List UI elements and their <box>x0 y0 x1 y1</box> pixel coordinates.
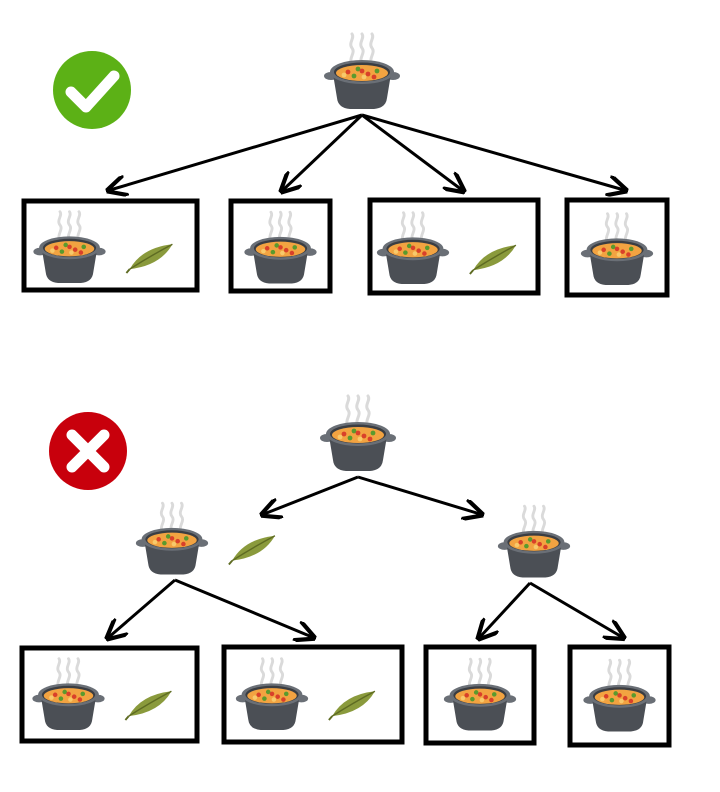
bay-leaf-icon <box>328 690 376 721</box>
tree-edge-arrow <box>174 578 312 637</box>
leaf-node-box <box>567 644 672 748</box>
tree-edge-arrow <box>357 475 480 514</box>
soup-pot-icon <box>443 657 517 731</box>
tree-edge-arrow <box>283 113 364 190</box>
soup-pot-icon <box>580 212 654 285</box>
soup-pot-icon <box>235 657 309 730</box>
leaf-node-box <box>367 197 541 296</box>
tree-edge-arrow <box>110 113 363 190</box>
correct-badge <box>53 51 131 129</box>
tree-edge-arrow <box>361 113 624 190</box>
leaf-node-box <box>564 197 670 298</box>
cross-icon <box>66 429 110 473</box>
bay-leaf-icon <box>125 243 173 274</box>
soup-pot-icon <box>33 210 106 283</box>
leaf-node-box <box>228 198 333 294</box>
bay-leaf-icon <box>469 244 517 275</box>
tree-edge-arrow <box>529 581 622 637</box>
bay-leaf-icon <box>124 690 172 721</box>
bay-leaf-icon <box>228 535 276 566</box>
wrong-badge <box>49 412 127 490</box>
tree-edge-arrow <box>109 578 176 637</box>
tree-edge-arrow <box>264 475 359 514</box>
soup-pot-icon <box>376 211 450 284</box>
leaf-node-box <box>221 644 405 745</box>
leaf-node-box <box>19 645 200 744</box>
soup-pot-icon <box>324 32 400 109</box>
soup-pot-icon <box>583 658 656 732</box>
tree-edge-arrow <box>361 113 462 190</box>
leaf-node-box <box>423 644 537 746</box>
tree-edge-arrow <box>480 581 532 637</box>
soup-pot-icon <box>244 210 317 284</box>
soup-pot-icon <box>32 657 105 730</box>
soup-pot-icon <box>135 501 209 575</box>
soup-pot-icon <box>320 394 396 471</box>
leaf-node-box <box>21 198 200 293</box>
checkmark-icon <box>65 70 120 113</box>
soup-pot-icon <box>497 504 571 578</box>
